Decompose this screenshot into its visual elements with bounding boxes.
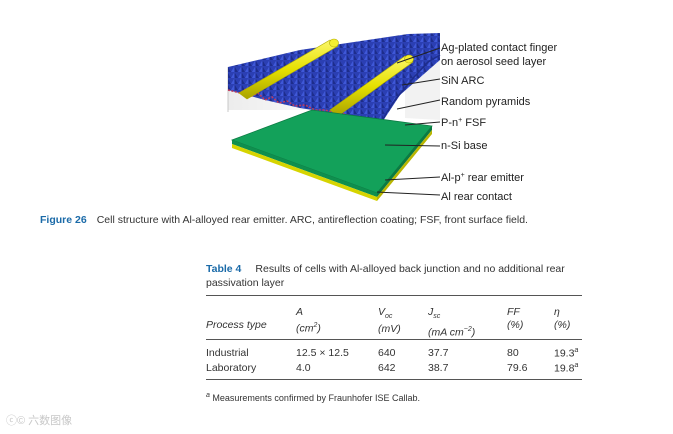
label-n-si-base: n-Si base bbox=[441, 140, 487, 152]
header-ff: FF (%) bbox=[507, 306, 524, 331]
n-si-base bbox=[230, 109, 433, 201]
figure-labels: Ag-plated contact finger on aerosol seed… bbox=[441, 42, 558, 203]
table-top-rule bbox=[206, 295, 582, 296]
table-number: Table 4 bbox=[206, 263, 242, 275]
figure-caption: Figure 26 Cell structure with Al-alloyed … bbox=[40, 214, 528, 226]
header-process-type: Process type bbox=[206, 319, 267, 331]
label-sin-arc: SiN ARC bbox=[441, 75, 484, 87]
header-area: A (cm2) bbox=[296, 306, 321, 335]
leader-lines bbox=[376, 47, 441, 196]
figure-caption-text: Cell structure with Al-alloyed rear emit… bbox=[96, 214, 528, 226]
label-fsf: P-n+ FSF bbox=[441, 117, 486, 129]
header-voc: Voc (mV) bbox=[378, 306, 401, 336]
figure-number: Figure 26 bbox=[40, 214, 87, 226]
label-rear-contact: Al rear contact bbox=[441, 191, 512, 203]
table-bottom-rule bbox=[206, 379, 582, 380]
table-title-line2: passivation layer bbox=[206, 277, 285, 289]
header-jsc: Jsc (mA cm−2) bbox=[428, 306, 476, 339]
label-ag-finger: Ag-plated contact finger bbox=[441, 42, 558, 54]
results-table: Table 4 Results of cells with Al-alloyed … bbox=[206, 262, 586, 380]
label-random-pyramids: Random pyramids bbox=[441, 96, 531, 108]
table-title-line1: Results of cells with Al-alloyed back ju… bbox=[255, 263, 565, 275]
label-seed-layer: on aerosol seed layer bbox=[441, 56, 547, 68]
label-rear-emitter: Al-p+ rear emitter bbox=[441, 172, 524, 184]
cell-structure-figure: Ag-plated contact finger on aerosol seed… bbox=[227, 33, 558, 203]
table-footnote: a Measurements confirmed by Fraunhofer I… bbox=[206, 392, 420, 403]
table-title: Table 4 Results of cells with Al-alloyed … bbox=[206, 262, 586, 290]
header-eta: η (%) bbox=[554, 306, 571, 331]
table-header-rule bbox=[206, 339, 582, 340]
watermark: ⓒ© 六数图像 bbox=[6, 415, 73, 427]
